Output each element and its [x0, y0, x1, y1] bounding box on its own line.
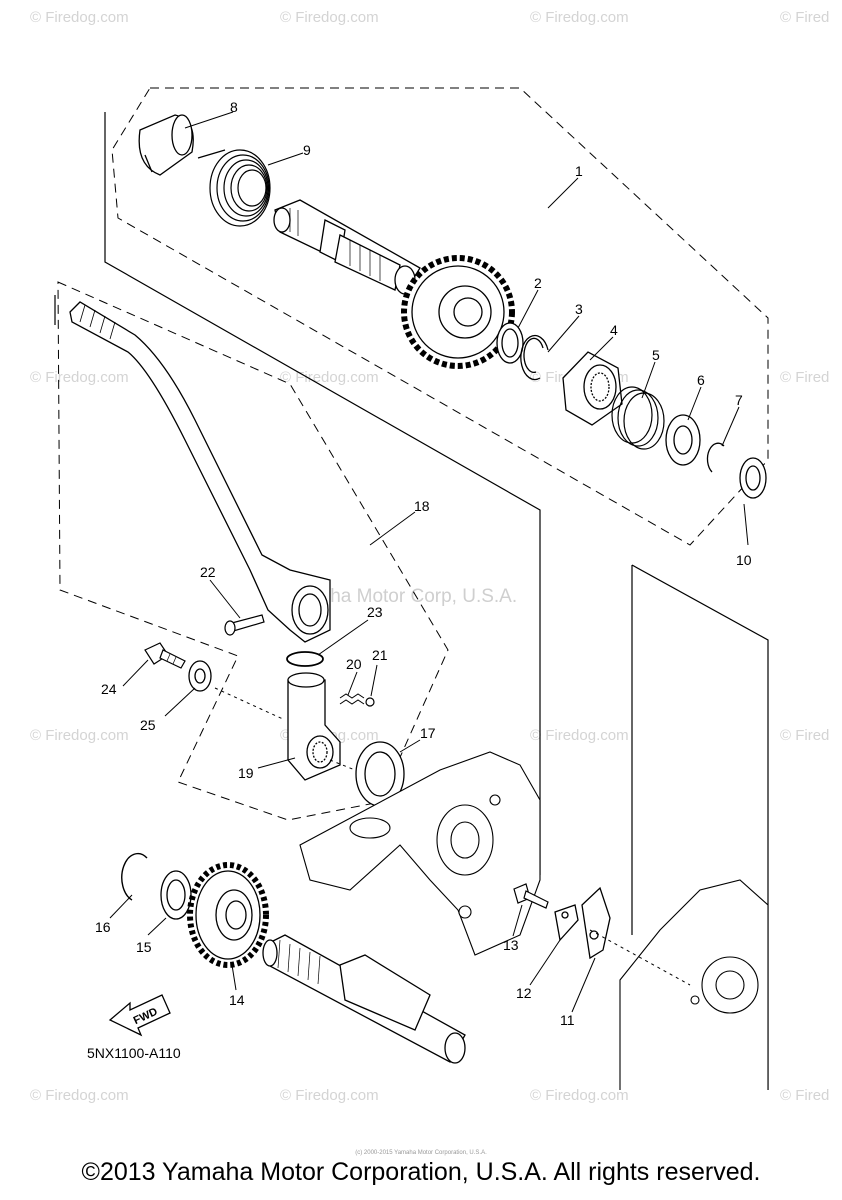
watermark: © Fired — [780, 727, 829, 744]
callout-14[interactable]: 14 — [229, 992, 245, 1008]
assembly-boundaries — [57, 87, 769, 821]
kick-axle[interactable] — [262, 934, 466, 1064]
callout-15[interactable]: 15 — [136, 939, 152, 955]
kick-starter-diagram: © Firedog.com © Firedog.com © Firedog.co… — [30, 9, 829, 1104]
callout-11[interactable]: 11 — [560, 1012, 575, 1028]
watermark-layer: © Firedog.com © Firedog.com © Firedog.co… — [30, 9, 829, 1104]
callout-labels: 1 2 3 4 5 6 7 8 9 10 11 12 13 14 15 16 1… — [95, 99, 752, 1028]
callout-16[interactable]: 16 — [95, 919, 111, 935]
callout-20[interactable]: 20 — [346, 656, 362, 672]
callout-13[interactable]: 13 — [503, 937, 519, 953]
watermark: © Firedog.com — [280, 9, 379, 26]
watermark: © Fired — [780, 9, 829, 26]
part-7-circlip[interactable] — [706, 442, 725, 473]
kick-shaft[interactable] — [273, 199, 421, 295]
callout-18[interactable]: 18 — [414, 498, 430, 514]
part-23-o-ring[interactable] — [286, 651, 324, 667]
part-2-washer[interactable] — [496, 322, 524, 364]
callout-19[interactable]: 19 — [238, 765, 254, 781]
watermark: © Firedog.com — [30, 369, 129, 386]
watermark: © Fired — [780, 1087, 829, 1104]
callout-22[interactable]: 22 — [200, 564, 216, 580]
part-9-spring[interactable] — [197, 149, 271, 227]
watermark: © Firedog.com — [30, 727, 129, 744]
callout-2[interactable]: 2 — [534, 275, 542, 291]
assembly-18-boundary — [57, 281, 449, 821]
part-11-plate[interactable] — [581, 886, 611, 960]
part-4-ratchet[interactable] — [562, 351, 623, 426]
part-24-bolt[interactable] — [144, 642, 186, 669]
callout-1[interactable]: 1 — [575, 163, 583, 179]
watermark: © Firedog.com — [30, 9, 129, 26]
callout-7[interactable]: 7 — [735, 392, 743, 408]
part-16-circlip[interactable] — [121, 852, 148, 901]
leader-lines — [109, 111, 749, 1013]
callout-25[interactable]: 25 — [140, 717, 156, 733]
watermark: © Firedog.com — [280, 1087, 379, 1104]
callout-21[interactable]: 21 — [372, 647, 388, 663]
callout-12[interactable]: 12 — [516, 985, 532, 1001]
callout-6[interactable]: 6 — [697, 372, 705, 388]
callout-9[interactable]: 9 — [303, 142, 311, 158]
part-22-bolt[interactable] — [224, 614, 265, 636]
watermark: © Fired — [780, 369, 829, 386]
copyright-notice: ©2013 Yamaha Motor Corporation, U.S.A. A… — [81, 1158, 761, 1186]
callout-5[interactable]: 5 — [652, 347, 660, 363]
kick-gear[interactable] — [401, 255, 515, 369]
part-17-oil-seal[interactable] — [355, 741, 405, 807]
part-19-boss[interactable] — [287, 672, 341, 781]
alignment-lines — [214, 687, 691, 986]
part-13-bolt[interactable] — [513, 883, 549, 909]
watermark: © Firedog.com — [530, 9, 629, 26]
watermark: © Firedog.com — [280, 369, 379, 386]
callout-24[interactable]: 24 — [101, 681, 117, 697]
part-15-washer[interactable] — [160, 870, 192, 920]
kick-crank-lever[interactable] — [69, 301, 331, 643]
diagram-code: 5NX1100-A110 — [87, 1045, 181, 1061]
callout-10[interactable]: 10 — [736, 552, 752, 568]
part-25-washer[interactable] — [188, 660, 212, 692]
crankcase-section — [299, 751, 541, 956]
callout-4[interactable]: 4 — [610, 322, 618, 338]
callout-8[interactable]: 8 — [230, 99, 238, 115]
watermark: © Firedog.com — [530, 1087, 629, 1104]
part-12-plate[interactable] — [554, 904, 579, 942]
callout-17[interactable]: 17 — [420, 725, 436, 741]
part-8-bushing[interactable] — [138, 114, 194, 176]
watermark: © Firedog.com — [30, 1087, 129, 1104]
callout-23[interactable]: 23 — [367, 604, 383, 620]
part-14-gear[interactable] — [187, 862, 269, 968]
part-6-washer[interactable] — [665, 414, 701, 466]
part-20-spring[interactable] — [339, 693, 365, 705]
engine-case-right — [619, 879, 769, 1090]
part-3-circlip[interactable] — [520, 334, 549, 381]
part-10-washer[interactable] — [739, 457, 767, 499]
watermark: © Firedog.com — [530, 727, 629, 744]
fwd-arrow-icon: FWD — [108, 994, 171, 1037]
part-21-ball[interactable] — [365, 697, 375, 707]
callout-3[interactable]: 3 — [575, 301, 583, 317]
center-watermark: Yamaha Motor Corp, U.S.A. — [282, 586, 517, 607]
assembly-1-boundary — [111, 87, 769, 546]
fine-print: (c) 2000-2015 Yamaha Motor Corporation, … — [355, 1150, 487, 1156]
